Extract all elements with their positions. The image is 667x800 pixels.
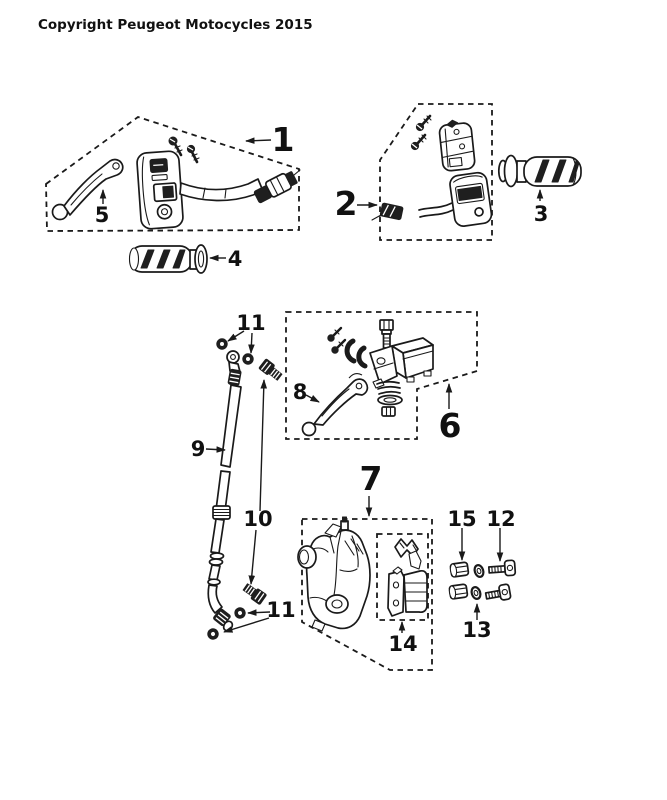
handlebar-clamp xyxy=(344,338,368,369)
pad-spring-clip xyxy=(394,538,422,570)
brake-lever-left xyxy=(51,158,124,221)
switch-assembly-left xyxy=(136,150,184,230)
brake-hose xyxy=(207,350,242,632)
screw xyxy=(168,136,183,157)
callout-15-label: 15 xyxy=(447,507,476,531)
group-14-boundary xyxy=(376,533,429,621)
callout-3-label: 3 xyxy=(534,202,549,226)
callout-11-bottom-label: 11 xyxy=(266,598,295,622)
group-7-boundary xyxy=(301,518,433,671)
switch-housing-back xyxy=(438,119,476,172)
caliper-bushing xyxy=(448,583,469,600)
callout-7-label: 7 xyxy=(360,459,383,498)
brake-pads xyxy=(387,566,428,617)
wiring-harness-right xyxy=(371,202,454,221)
callout-11-top-leader-a xyxy=(227,330,245,342)
group-1-boundary xyxy=(45,116,300,232)
callout-9-label: 9 xyxy=(191,437,206,461)
brake-caliper xyxy=(297,516,371,632)
callout-14-label: 14 xyxy=(388,632,417,656)
sealing-washer xyxy=(207,628,219,640)
sealing-washer xyxy=(216,338,228,350)
handlebar-grip-left xyxy=(128,244,208,274)
washer xyxy=(470,586,482,600)
throttle-grip-right xyxy=(497,154,582,188)
callout-8-label: 8 xyxy=(293,380,308,404)
screw xyxy=(327,326,343,342)
callout-6-label: 6 xyxy=(439,406,462,445)
screw xyxy=(331,338,347,354)
callout-8-leader xyxy=(305,394,320,403)
screw xyxy=(186,144,200,164)
callout-13-label: 13 xyxy=(462,618,491,642)
wiring-harness-left xyxy=(179,169,301,204)
callout-2-label: 2 xyxy=(335,184,358,223)
callout-1-label: 1 xyxy=(272,120,295,159)
banjo-bolt-bottom xyxy=(242,583,267,605)
switch-housing-front xyxy=(449,171,493,227)
group-2-boundary xyxy=(379,103,493,241)
brake-lever-front xyxy=(301,372,369,437)
banjo-bolt-top xyxy=(258,358,283,381)
callout-10-leader-up xyxy=(259,379,268,512)
group-6-boundary xyxy=(285,311,478,440)
caliper-bolt xyxy=(484,583,512,601)
callout-11-top-leader-b xyxy=(248,332,255,354)
washer xyxy=(473,564,485,578)
lock-nut xyxy=(381,406,396,417)
sealing-washer xyxy=(242,353,254,365)
sealing-washer xyxy=(234,607,246,619)
callout-5-label: 5 xyxy=(95,203,110,227)
callout-9-leader xyxy=(205,446,226,453)
front-brake-master-cylinder xyxy=(369,337,434,406)
callout-4-label: 4 xyxy=(228,247,243,271)
callout-10-label: 10 xyxy=(243,507,272,531)
callout-11-bottom-leader-a xyxy=(247,609,271,616)
callout-11-bottom-leader-b xyxy=(223,617,270,633)
callout-11-top-label: 11 xyxy=(236,311,265,335)
callout-10-leader-down xyxy=(248,529,257,585)
screw xyxy=(410,133,427,151)
reservoir-bolt xyxy=(379,319,394,349)
screw xyxy=(415,114,432,132)
caliper-bolt xyxy=(487,559,517,577)
callout-12-label: 12 xyxy=(486,507,515,531)
copyright-text: Copyright Peugeot Motocycles 2015 xyxy=(38,17,313,33)
caliper-bushing xyxy=(449,561,470,578)
callout-1-leader xyxy=(245,137,272,144)
